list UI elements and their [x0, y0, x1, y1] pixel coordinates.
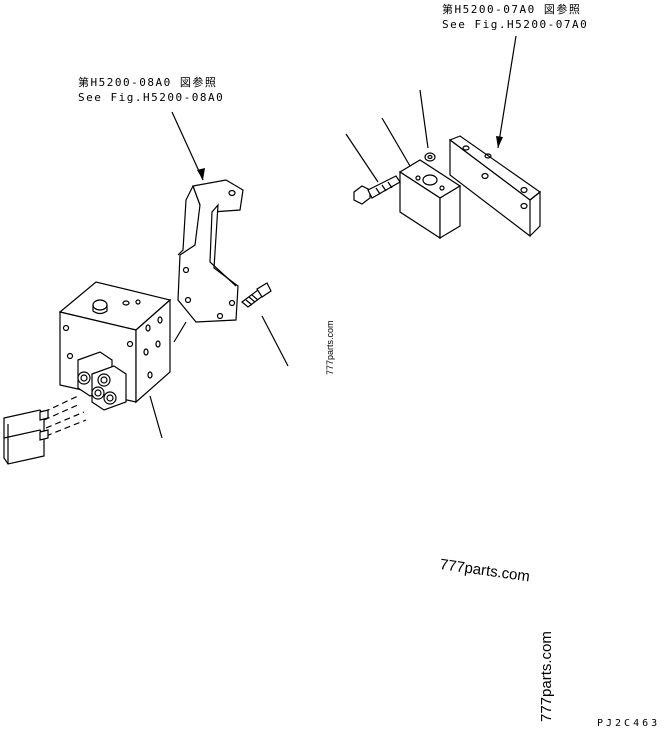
mounting-bracket [173, 179, 244, 343]
bracket-figure-reference: 第H5200-08A0 図参照 See Fig.H5200-08A0 [78, 75, 224, 105]
drawing-code: PJ2C463 [597, 718, 661, 729]
plate-ref-english: See Fig.H5200-07A0 [442, 18, 589, 31]
plate-ref-japanese: 第H5200-07A0 図参照 [442, 3, 582, 16]
watermark-small: 777parts.com [325, 320, 335, 375]
relay-bolt [345, 133, 401, 205]
plate-figure-reference: 第H5200-07A0 図参照 See Fig.H5200-07A0 [442, 2, 588, 32]
bracket-ref-english: See Fig.H5200-08A0 [78, 91, 225, 104]
bracket-ref-japanese: 第H5200-08A0 図参照 [78, 76, 218, 89]
solenoid-valve-block [58, 281, 172, 439]
bracket-bolt [241, 282, 289, 367]
watermark-vertical: 777parts.com [538, 631, 555, 722]
relay-block [381, 117, 462, 240]
wire-connectors [3, 395, 87, 465]
bracket-reference-leader [171, 111, 205, 181]
washer [419, 89, 436, 162]
plate-reference-leader [496, 35, 517, 149]
mounting-plate [448, 135, 542, 238]
